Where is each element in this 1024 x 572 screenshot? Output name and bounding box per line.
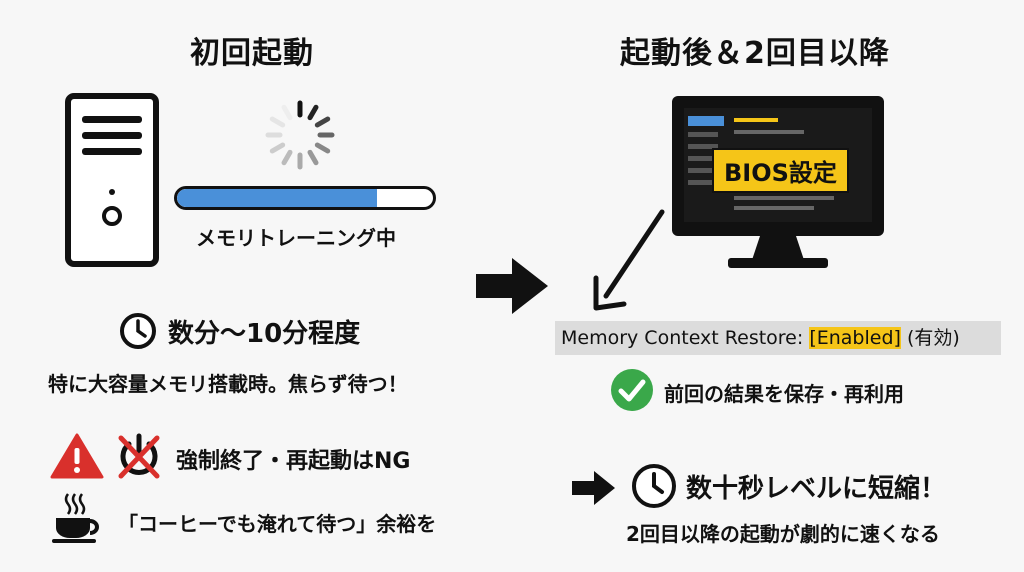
result-subtext: 2回目以降の起動が劇的に速くなる <box>626 522 940 546</box>
progress-fill <box>177 189 377 207</box>
warning-text: 強制終了・再起動はNG <box>176 449 411 474</box>
power-off-icon <box>118 433 160 479</box>
check-icon <box>611 369 653 411</box>
progress-label: メモリトレーニング中 <box>196 226 396 250</box>
pc-tower-icon <box>65 93 159 267</box>
warning-icon <box>50 433 104 479</box>
result-text: 数十秒レベルに短縮！ <box>686 474 947 504</box>
memory-note: 特に大容量メモリ搭載時。焦らず待つ！ <box>48 372 408 396</box>
setting-name: Memory Context Restore: <box>561 327 810 349</box>
right-title: 起動後＆2回目以降 <box>620 36 890 71</box>
memory-context-restore-setting: Memory Context Restore: [Enabled] (有効) <box>555 321 1001 355</box>
clock-icon <box>632 464 676 508</box>
arrow-right-icon <box>572 471 615 505</box>
coffee-icon <box>52 493 99 543</box>
bios-settings-label: BIOS設定 <box>712 148 849 193</box>
clock-icon <box>120 313 156 349</box>
memory-training-progress <box>174 186 436 210</box>
setting-value: [Enabled] <box>809 327 901 349</box>
reuse-text: 前回の結果を保存・再利用 <box>664 382 904 406</box>
arrow-right-icon <box>476 258 548 314</box>
setting-note: (有効) <box>900 327 960 349</box>
loading-spinner-icon <box>265 100 335 170</box>
coffee-text: 「コーヒーでも淹れて待つ」余裕を <box>118 512 437 536</box>
left-title: 初回起動 <box>190 36 314 71</box>
duration-text: 数分〜10分程度 <box>168 319 361 349</box>
pointer-arrow-icon <box>593 209 665 311</box>
